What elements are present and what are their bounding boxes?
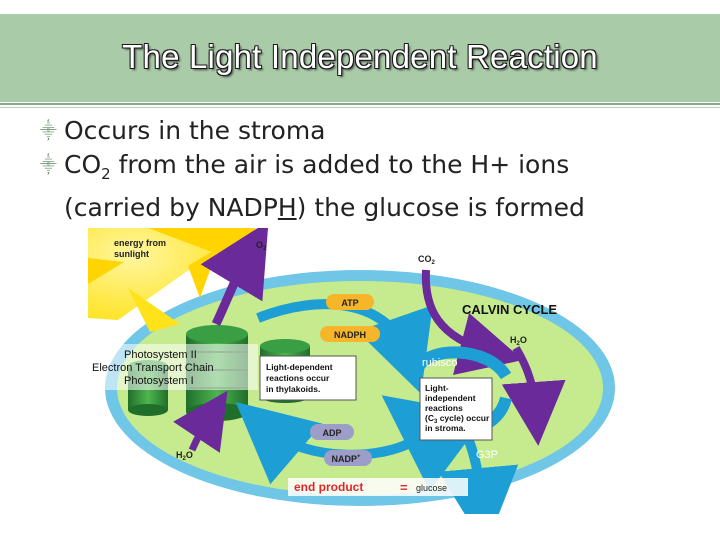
photosystem-label-bg [90,344,258,390]
bullet-text-line2: (carried by NADP [64,193,278,222]
h2o-right-arrow [501,345,566,446]
bullet-item: ⸎ CO2 from the air is added to the H+ io… [40,148,710,225]
energy-label-line1: energy from [114,238,166,248]
bullet-list: ⸎ Occurs in the stroma ⸎ CO2 from the ai… [40,114,710,225]
bullet-subscript: 2 [101,165,111,183]
adp-pill [310,424,354,440]
bullet-text-line2-end: ) the glucose is formed [296,193,585,222]
li-line2: independent [425,393,476,403]
bullet-text: Occurs in the stroma [64,116,326,145]
li-line5: in stroma. [425,423,466,433]
title-band [0,14,720,102]
h2o-input-arrow [173,390,228,453]
title-divider-thin [0,107,720,108]
energy-label-line2: sunlight [114,249,149,259]
end-product-bg [288,478,468,496]
h2o-right-label: H2O [510,335,527,347]
title-divider [0,103,720,105]
equals-sign: = [400,480,408,495]
atp-pill [326,294,374,310]
ld-line1: Light-dependent [266,362,333,372]
photosystem-ii-label: Photosystem II [124,349,197,361]
li-line4: (C3 cycle) occur [425,413,490,425]
co2-label: CO2 [418,254,436,266]
g3p-output-arrow [438,436,519,514]
li-line3: reactions [425,403,463,413]
glucose-label: glucose [416,483,447,493]
li-line1: Light- [425,383,449,393]
o2-label: O2 [256,240,267,252]
bullet-text-underlined: H [277,193,297,222]
light-independent-box [419,377,493,441]
o2-arrow [200,228,269,326]
h2o-left-label: H2O [176,450,193,462]
slide-title: The Light Independent Reaction [122,38,598,75]
nadph-pill [320,326,380,342]
light-dependent-box [259,355,357,401]
bullet-mark-icon: ⸎ [40,155,57,174]
rubisco-label: rubisco [422,357,457,369]
bullet-text-co: CO [64,150,102,179]
adp-label: ADP [322,428,341,438]
chloroplast-diagram: energy from sunlight Photosystem II Elec… [88,228,615,514]
atp-label: ATP [341,298,358,308]
co2-arrow [421,269,523,375]
ld-line2: reactions occur [266,373,330,383]
electron-transport-chain-label: Electron Transport Chain [92,362,214,374]
end-product-label: end product [294,480,363,494]
bullet-mark-icon: ⸎ [40,121,57,140]
nadp-label: NADP+ [331,454,361,464]
calvin-cycle-label: CALVIN CYCLE [462,302,557,317]
bullet-text-rest: from the air is added to the H+ ions [110,150,570,179]
g3p-label: G3P [476,449,498,461]
bullet-item: ⸎ Occurs in the stroma [40,114,710,148]
nadph-label: NADPH [334,330,366,340]
photosystem-i-label: Photosystem I [124,375,194,387]
ld-line3: in thylakoids. [266,384,320,394]
